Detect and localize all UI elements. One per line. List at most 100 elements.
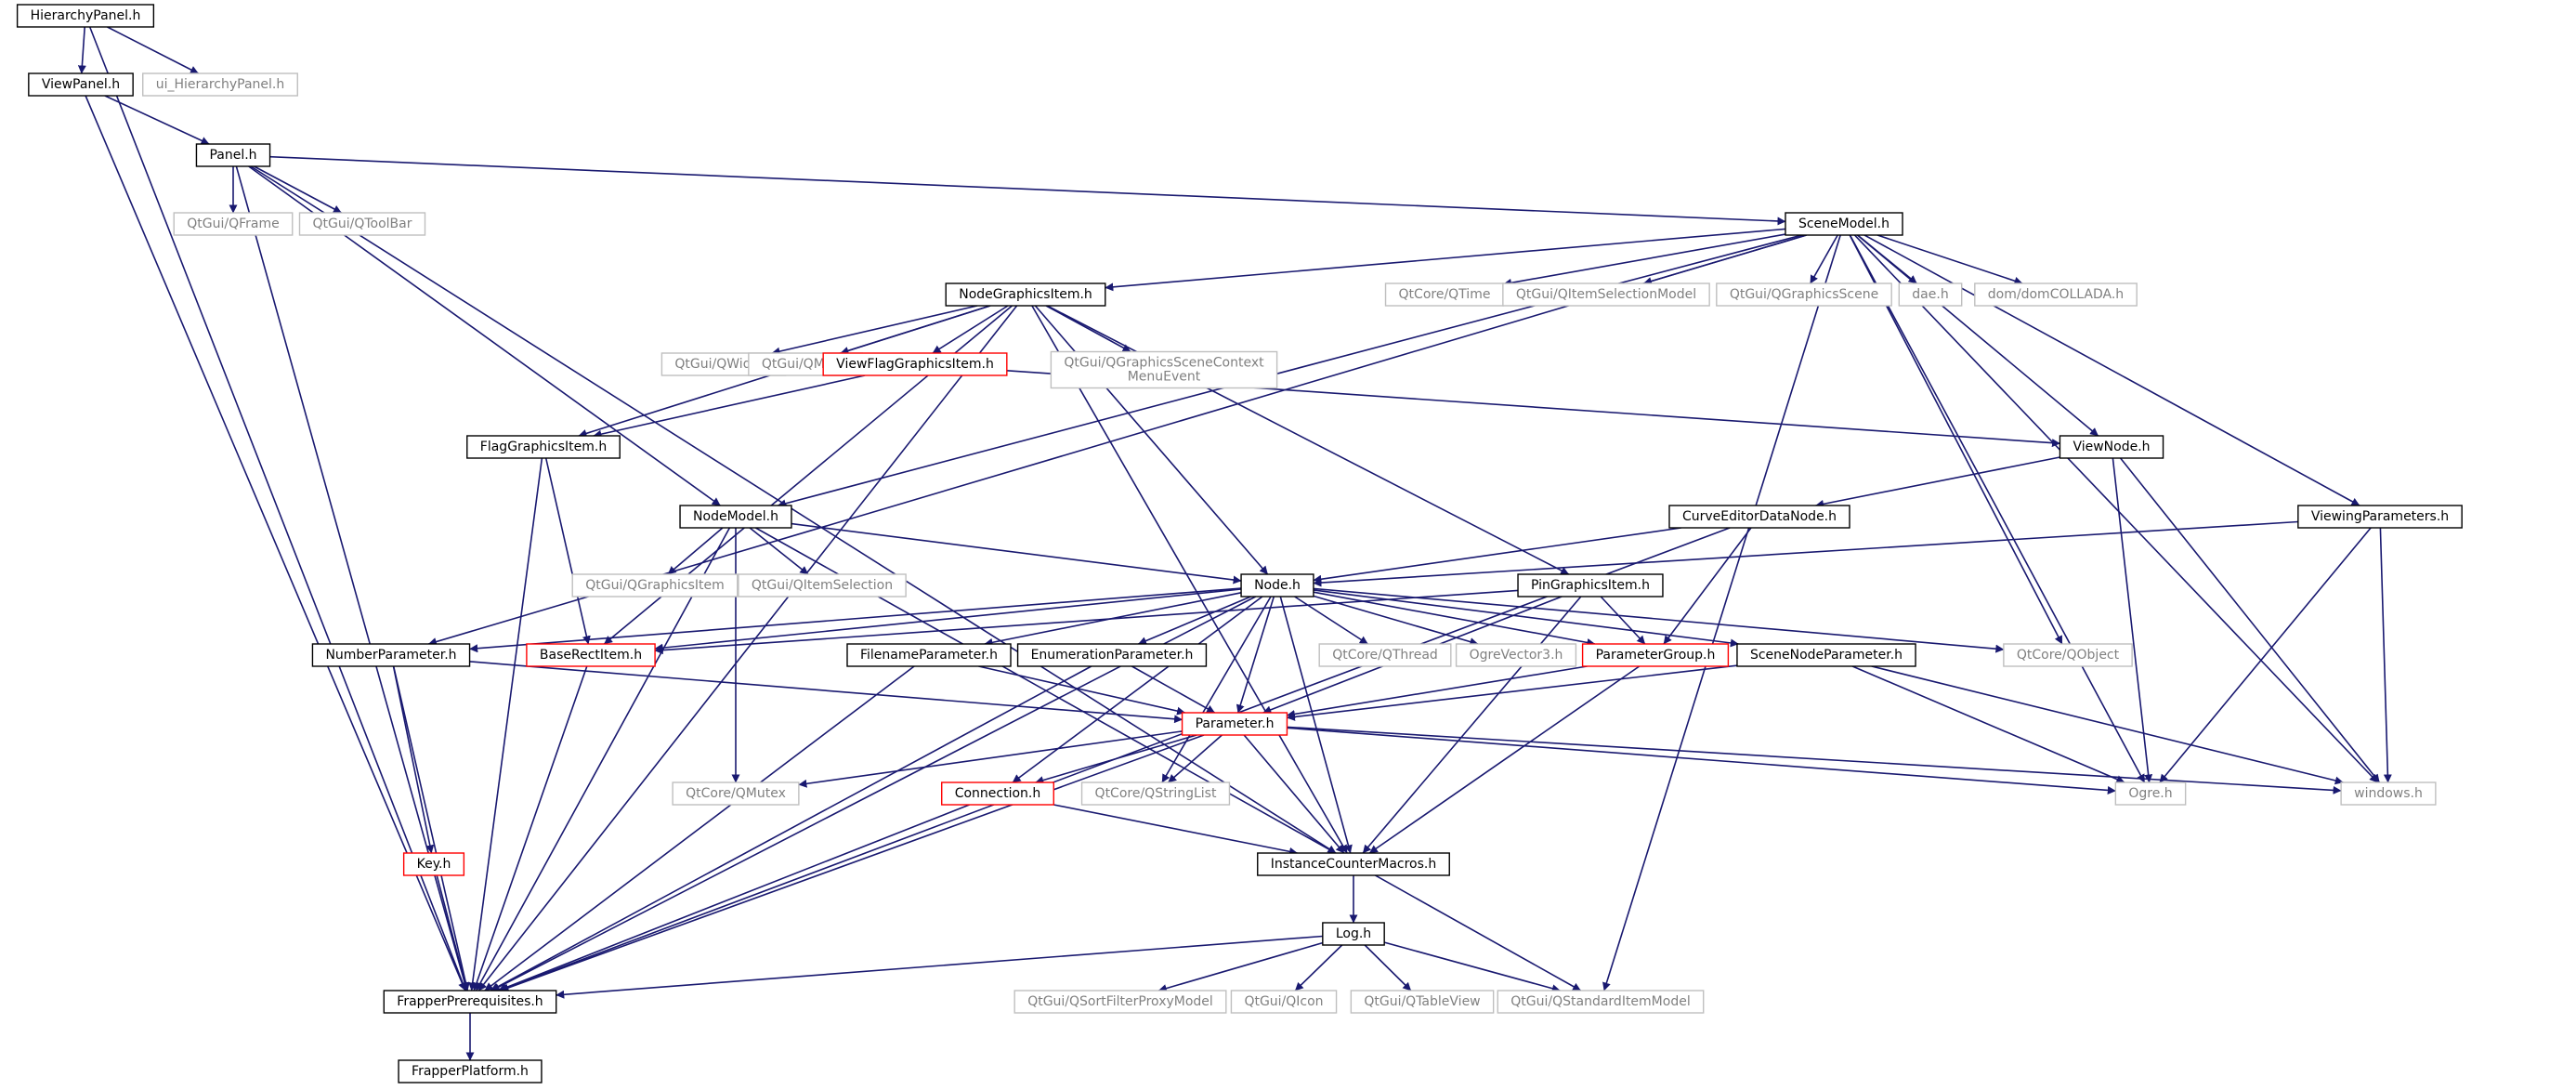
node-viewing-parameters[interactable]: ViewingParameters.h [2297,505,2463,529]
node-label: NumberParameter.h [325,648,456,663]
node-number-parameter[interactable]: NumberParameter.h [311,643,471,667]
edge-panel-to-instance-counter-macros [250,165,1337,854]
node-label: QtGui/QItemSelectionModel [1516,287,1696,302]
edge-scene-node-parameter-to-ogre [1851,665,2125,783]
edge-connection-to-instance-counter-macros [1053,804,1298,856]
node-parameter-group[interactable]: ParameterGroup.h [1581,643,1730,667]
node-label: dom/domCOLLADA.h [1988,287,2124,302]
node-frapper-prerequisites[interactable]: FrapperPrerequisites.h [383,990,557,1014]
node-label: windows.h [2354,786,2423,801]
node-panel[interactable]: Panel.h [195,143,271,167]
node-connection[interactable]: Connection.h [941,781,1054,806]
node-label: NodeGraphicsItem.h [959,287,1092,302]
edge-parameter-to-qmutex [798,730,1183,788]
node-enumeration-parameter[interactable]: EnumerationParameter.h [1016,643,1208,667]
node-qmutex: QtCore/QMutex [672,781,800,806]
edge-parameter-to-instance-counter-macros [1243,734,1345,854]
node-box [2114,781,2187,806]
node-node-model[interactable]: NodeModel.h [679,505,792,529]
edge-viewing-parameters-to-windows [2379,527,2392,783]
node-log[interactable]: Log.h [1322,922,1385,946]
node-view-node[interactable]: ViewNode.h [2059,435,2164,459]
edge-log-to-qsortfilterproxymodel [1157,941,1324,992]
node-box [1257,852,1450,876]
node-box [945,282,1106,307]
node-box [1974,282,2138,307]
edge-scene-model-to-windows [1853,234,2379,783]
node-windows: windows.h [2340,781,2437,806]
node-box [1322,922,1385,946]
node-box [311,643,471,667]
node-label: Node.h [1254,578,1301,593]
node-domcollada: dom/domCOLLADA.h [1974,282,2138,307]
node-label: ParameterGroup.h [1596,648,1716,663]
node-box [1736,643,1916,667]
node-box [1898,282,1963,307]
node-key[interactable]: Key.h [402,852,465,876]
edge-node-to-number-parameter [469,587,1242,653]
edge-node-graphics-item-to-qgraphicsscenecontext [1045,305,1131,353]
edge-node-graphics-item-to-node [1034,305,1269,575]
edge-enumeration-parameter-to-parameter [1131,665,1215,714]
node-label: QtGui/QIcon [1244,994,1323,1009]
edge-number-parameter-to-key [392,665,435,854]
node-box [1785,212,1903,236]
node-instance-counter-macros[interactable]: InstanceCounterMacros.h [1257,852,1450,876]
edge-view-panel-to-panel [104,95,210,145]
node-parameter[interactable]: Parameter.h [1181,712,1288,736]
node-label: dae.h [1912,287,1948,302]
edge-number-parameter-to-frapper-prerequisites [392,665,470,992]
edge-node-to-scene-node-parameter [1313,589,1739,648]
edge-base-rect-item-to-frapper-prerequisites [472,665,588,992]
node-label: ui_HierarchyPanel.h [156,77,285,92]
node-qicon: QtGui/QIcon [1230,990,1338,1014]
edge-node-to-instance-counter-macros [1279,596,1353,854]
node-box [398,1059,543,1083]
node-dae: dae.h [1898,282,1963,307]
edge-parameter-to-windows [1287,726,2342,795]
node-label: MenuEvent [1128,370,1201,385]
edge-scene-model-to-ogre [1849,234,2146,783]
edge-pin-graphics-item-to-parameter-group [1600,596,1646,645]
node-label: QtGui/QStandardItemModel [1510,994,1690,1009]
edge-node-to-enumeration-parameter [1138,596,1251,645]
node-filename-parameter[interactable]: FilenameParameter.h [846,643,1012,667]
node-label: ViewingParameters.h [2311,509,2449,524]
edge-node-to-parameter [1236,596,1275,714]
node-scene-model[interactable]: SceneModel.h [1785,212,1903,236]
node-label: ViewPanel.h [42,77,120,92]
node-scene-node-parameter[interactable]: SceneNodeParameter.h [1736,643,1916,667]
node-pin-graphics-item[interactable]: PinGraphicsItem.h [1517,573,1664,598]
node-ui-hierarchy: ui_HierarchyPanel.h [142,72,298,97]
node-curve-editor-data-node[interactable]: CurveEditorDataNode.h [1668,505,1850,529]
node-label: QtGui/QItemSelection [752,578,893,593]
edge-filename-parameter-to-frapper-prerequisites [484,665,915,992]
node-box [2340,781,2437,806]
node-frapper-platform[interactable]: FrapperPlatform.h [398,1059,543,1083]
edge-view-flag-graphics-item-to-flag-graphics-item [593,374,866,439]
node-label: Parameter.h [1196,716,1275,731]
edge-node-to-base-rect-item [654,588,1242,652]
edge-node-to-ogrevector3 [1313,595,1479,646]
node-flag-graphics-item[interactable]: FlagGraphicsItem.h [466,435,621,459]
node-box [1016,643,1208,667]
node-base-rect-item[interactable]: BaseRectItem.h [526,643,656,667]
node-view-flag-graphics-item[interactable]: ViewFlagGraphicsItem.h [822,352,1008,376]
node-qframe: QtGui/QFrame [173,212,294,236]
edge-scene-model-to-node-model [777,234,1802,508]
node-box [16,4,155,28]
node-hierarchy-panel[interactable]: HierarchyPanel.h [16,4,155,28]
node-qgraphicsscene: QtGui/QGraphicsScene [1716,282,1892,307]
node-view-panel[interactable]: ViewPanel.h [28,72,134,97]
node-qstandarditemmodel: QtGui/QStandardItemModel [1497,990,1705,1014]
edge-pin-graphics-item-to-instance-counter-macros [1362,596,1582,854]
node-qgraphicsitem: QtGui/QGraphicsItem [571,573,739,598]
edge-node-graphics-item-to-view-flag-graphics-item [932,305,1009,354]
edge-log-to-qtableview [1364,944,1412,992]
node-box [738,573,907,598]
node-label: QtGui/QFrame [187,217,279,231]
node-node[interactable]: Node.h [1240,573,1314,598]
node-ogrevector3: OgreVector3.h [1455,643,1577,667]
node-box [1013,990,1227,1014]
node-node-graphics-item[interactable]: NodeGraphicsItem.h [945,282,1106,307]
